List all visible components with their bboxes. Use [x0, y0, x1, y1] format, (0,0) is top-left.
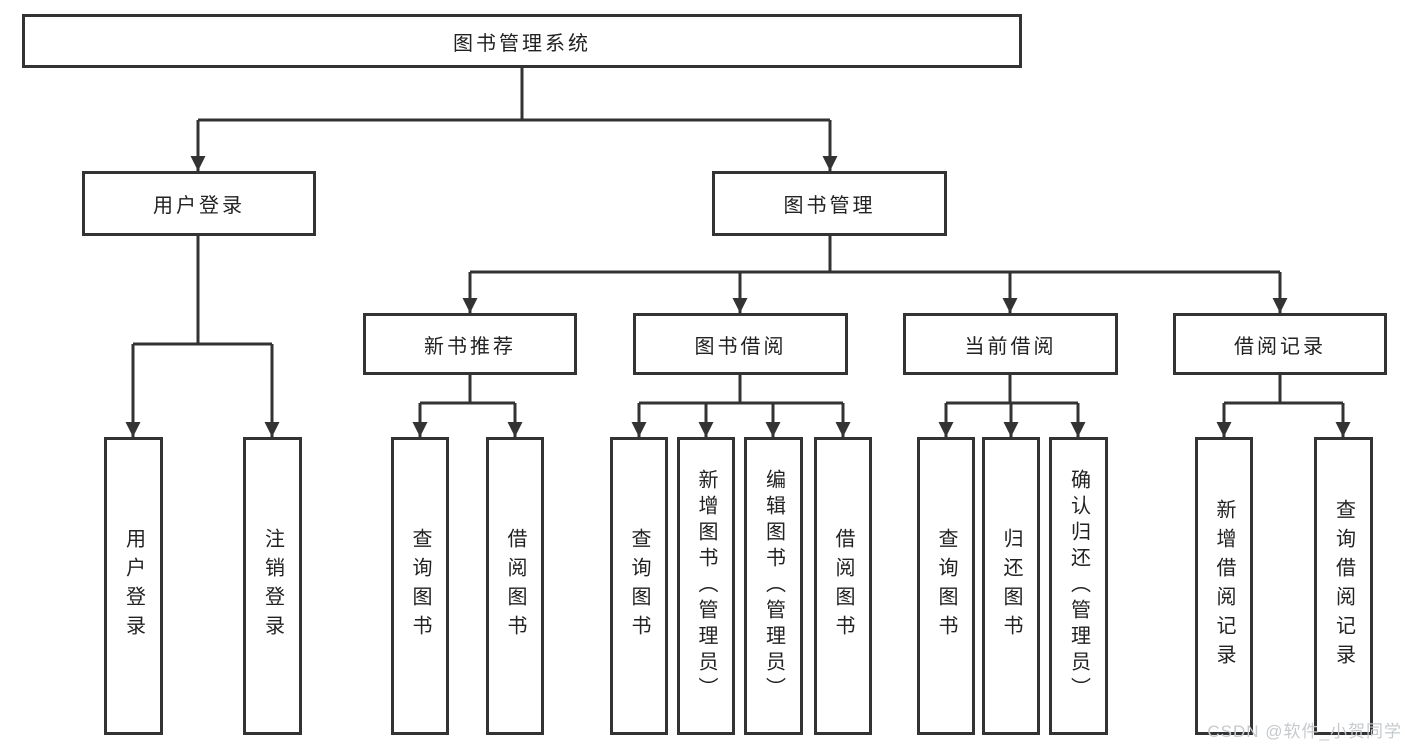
leaf-confirm-return-admin-label: 确认归还（管理员） — [1067, 469, 1090, 703]
leaf-logout-label: 注销登录 — [261, 528, 284, 644]
leaf-return-books-label: 归还图书 — [1000, 528, 1022, 644]
leaf-query-books-current: 查询图书 — [917, 437, 975, 735]
node-current-borrow-label: 当前借阅 — [964, 335, 1057, 358]
leaf-add-books-admin-label: 新增图书（管理员） — [695, 469, 717, 703]
leaf-query-books-recommend: 查询图书 — [391, 437, 449, 735]
leaf-edit-books-admin: 编辑图书（管理员） — [744, 437, 803, 735]
node-book-management-label: 图书管理 — [783, 195, 876, 217]
leaf-borrow-books-recommend-label: 借阅图书 — [504, 528, 526, 644]
node-book-borrow-label: 图书借阅 — [694, 335, 787, 358]
node-book-borrow: 图书借阅 — [633, 313, 848, 375]
leaf-add-books-admin: 新增图书（管理员） — [677, 437, 735, 735]
node-borrow-records-label: 借阅记录 — [1234, 335, 1326, 358]
leaf-user-login-label: 用户登录 — [122, 528, 145, 644]
node-user-login: 用户登录 — [82, 171, 316, 236]
leaf-query-books-current-label: 查询图书 — [935, 528, 957, 644]
leaf-query-borrow-record-label: 查询借阅记录 — [1332, 499, 1355, 673]
leaf-confirm-return-admin: 确认归还（管理员） — [1049, 437, 1108, 735]
node-new-book-recommend: 新书推荐 — [363, 313, 577, 375]
leaf-query-borrow-record: 查询借阅记录 — [1314, 437, 1373, 735]
leaf-add-borrow-record: 新增借阅记录 — [1195, 437, 1253, 735]
leaf-logout: 注销登录 — [243, 437, 302, 735]
leaf-user-login: 用户登录 — [104, 437, 163, 735]
leaf-query-books-borrow: 查询图书 — [610, 437, 668, 735]
node-book-management: 图书管理 — [712, 171, 947, 236]
leaf-edit-books-admin-label: 编辑图书（管理员） — [762, 469, 785, 703]
node-borrow-records: 借阅记录 — [1173, 313, 1387, 375]
node-library-system-label: 图书管理系统 — [453, 32, 591, 55]
watermark: CSDN @软件_小贺同学 — [1207, 722, 1402, 741]
node-current-borrow: 当前借阅 — [903, 313, 1118, 375]
node-new-book-recommend-label: 新书推荐 — [424, 335, 516, 358]
leaf-add-borrow-record-label: 新增借阅记录 — [1213, 499, 1235, 673]
node-library-system: 图书管理系统 — [22, 14, 1022, 68]
leaf-query-books-recommend-label: 查询图书 — [409, 528, 431, 644]
leaf-borrow-books-recommend: 借阅图书 — [486, 437, 544, 735]
leaf-query-books-borrow-label: 查询图书 — [628, 528, 650, 644]
node-user-login-label: 用户登录 — [153, 195, 245, 217]
leaf-return-books: 归还图书 — [982, 437, 1040, 735]
leaf-borrow-books: 借阅图书 — [814, 437, 872, 735]
leaf-borrow-books-label: 借阅图书 — [832, 528, 854, 644]
